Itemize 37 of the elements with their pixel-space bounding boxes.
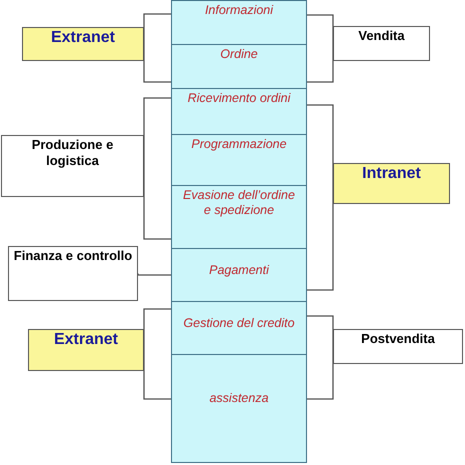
box-label: Evasione dell’ordine e spedizione <box>182 188 296 218</box>
network-box <box>22 27 144 61</box>
box-label: Postvendita <box>361 331 435 347</box>
process-box <box>171 354 307 463</box>
connector-line <box>307 44 334 83</box>
box-label: Gestione del credito <box>183 316 295 331</box>
process-box <box>171 88 307 135</box>
box-label: Informazioni <box>204 3 274 18</box>
department-box <box>1 135 144 197</box>
box-label: Ordine <box>220 47 258 62</box>
process-box <box>171 44 307 89</box>
department-box <box>333 26 430 61</box>
box-label: Pagamenti <box>209 263 269 278</box>
department-box <box>333 329 463 364</box>
connector-line <box>307 104 334 184</box>
box-label: Programmazione <box>191 137 287 152</box>
connector-line <box>307 315 334 346</box>
box-label: Produzione e logistica <box>30 137 114 169</box>
process-box <box>171 0 307 45</box>
department-box <box>8 246 138 301</box>
network-box <box>28 329 144 371</box>
connector-line <box>307 184 334 291</box>
process-box <box>171 185 307 249</box>
connector-line <box>307 14 334 44</box>
box-label: assistenza <box>209 391 269 406</box>
box-label: Finanza e controllo <box>14 248 132 264</box>
box-label: Extranet <box>54 331 118 349</box>
process-box <box>171 134 307 186</box>
process-box <box>171 301 307 355</box>
box-label: Ricevimento ordini <box>188 91 290 106</box>
box-label: Intranet <box>362 165 421 183</box>
box-label: Vendita <box>358 28 405 44</box>
process-box <box>171 248 307 302</box>
network-box <box>333 163 450 204</box>
connector-line <box>307 346 334 400</box>
connector-line <box>137 274 171 276</box>
box-label: Extranet <box>50 29 116 47</box>
